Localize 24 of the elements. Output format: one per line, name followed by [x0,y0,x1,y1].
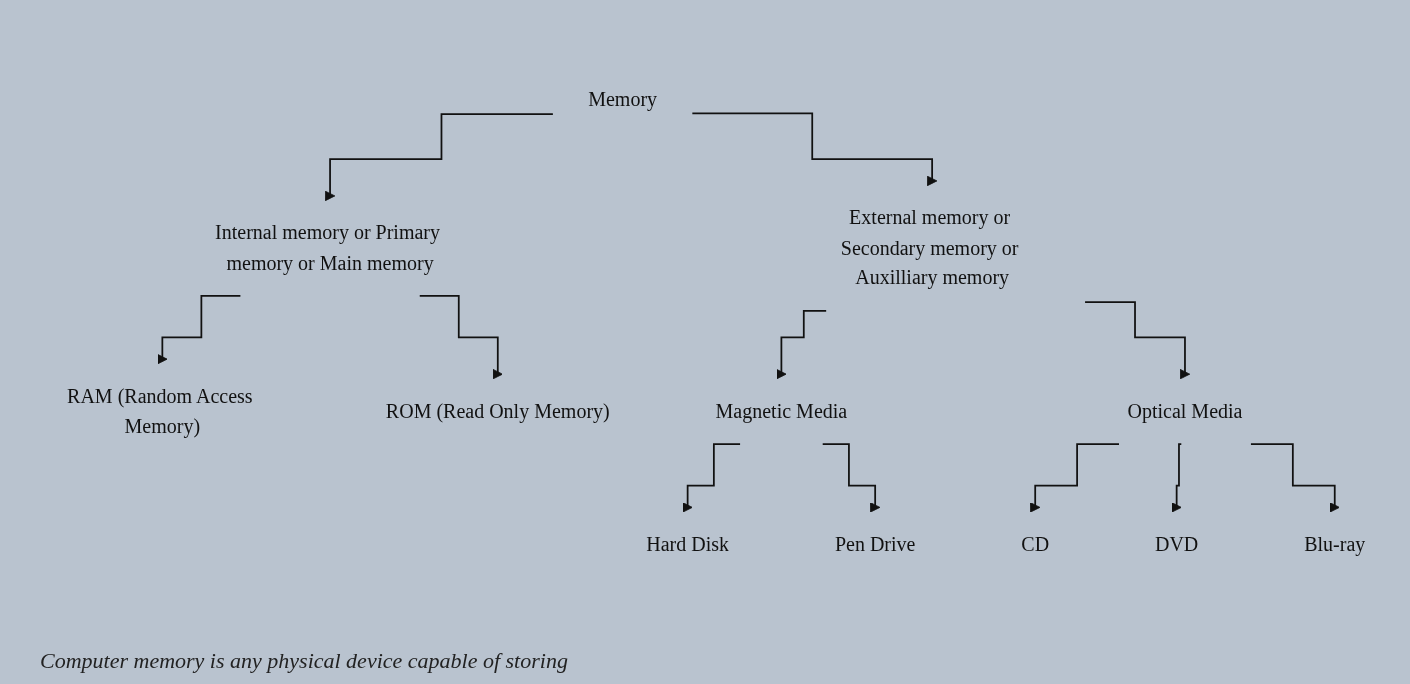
node-text: External memory or Secondary memory or Auxilliary memory [840,206,1019,289]
node-text: Pen Drive [834,532,916,556]
arrow [1030,442,1120,513]
node-text: ROM (Read Only Memory) [385,399,610,422]
arrow [157,294,242,364]
arrow [682,442,741,513]
node-text: Blu-ray [1304,532,1366,556]
arrow [821,442,881,513]
arrow [1084,300,1191,379]
arrow [691,112,938,186]
node-text: Memory [588,88,658,111]
node-text: CD [1021,532,1050,556]
node-text: Internal memory or Primary memory or Main memory [215,221,441,274]
arrow [324,112,554,201]
node-text: Hard Disk [646,532,730,556]
arrow [418,294,503,379]
arrow [1171,442,1183,513]
note-text: Computer memory is any physical device capable of storing [40,648,568,674]
node-text: RAM (Random Access Memory) [67,384,253,437]
node-text: Optical Media [1127,399,1243,422]
node-text: Magnetic Media [715,399,848,422]
arrow [776,309,828,379]
node-text: DVD [1154,532,1199,556]
arrow [1250,442,1340,513]
